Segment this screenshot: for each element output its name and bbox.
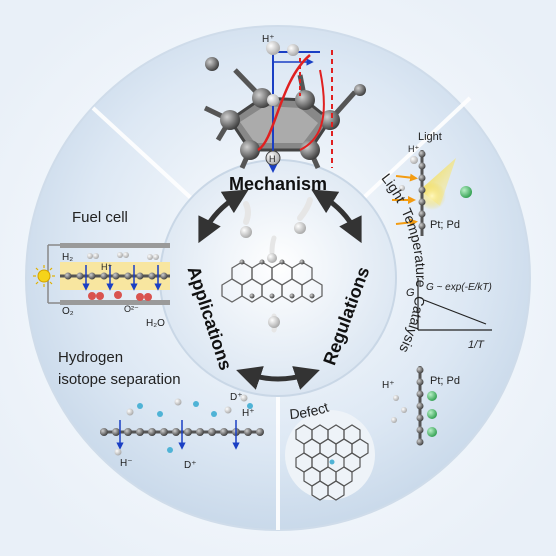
arrow-applications-regulations bbox=[236, 366, 320, 390]
center-proton-3 bbox=[267, 253, 277, 263]
graphene-atoms-light bbox=[418, 150, 426, 230]
carbon-atom bbox=[205, 57, 219, 71]
light-metals-label: Pt; Pd bbox=[430, 219, 460, 231]
center-proton-4 bbox=[268, 316, 280, 328]
electrode-top bbox=[60, 243, 170, 248]
light-tag-label: Light bbox=[418, 131, 442, 143]
energy-barrier-curve-2 bbox=[299, 69, 325, 151]
carbon-atom bbox=[240, 140, 260, 160]
pt-pd-particle-light bbox=[460, 186, 472, 198]
catalysis-metals-label: Pt; Pd bbox=[430, 375, 460, 387]
arrow-applications-mechanism bbox=[198, 189, 249, 244]
graphene-atoms-catalysis bbox=[416, 366, 424, 446]
arrhenius-ylabel: G bbox=[406, 287, 415, 299]
graphene-atoms-fuel-cell bbox=[64, 272, 168, 280]
hydrogen-ion-top-2 bbox=[287, 44, 299, 56]
graphene-atoms-isotope bbox=[100, 428, 264, 436]
isotope-hplus-top-label: H⁺ bbox=[242, 408, 255, 419]
pt-pd-particles-catalysis bbox=[427, 391, 437, 437]
carbon-atom bbox=[220, 110, 240, 130]
photon-arrows bbox=[392, 173, 418, 227]
isotope-arrows bbox=[116, 420, 240, 450]
hydrogen-molecules bbox=[87, 252, 159, 260]
arrhenius-equation: G ~ exp(-E/kT) bbox=[426, 282, 492, 293]
proton-arrows-fuel-cell bbox=[82, 265, 162, 291]
carbon-ring-face bbox=[240, 106, 318, 143]
defect-site bbox=[329, 459, 335, 465]
isotope-label-line2: isotope separation bbox=[58, 371, 181, 388]
center-graphene bbox=[221, 259, 323, 303]
h-bottom-label: H bbox=[269, 154, 276, 164]
arrhenius-xlabel: 1/T bbox=[468, 339, 485, 351]
center-protons bbox=[240, 197, 313, 333]
center-proton-2 bbox=[294, 222, 306, 234]
light-proton-2 bbox=[399, 185, 405, 191]
carbon-atom bbox=[295, 90, 315, 110]
oxygen-molecules bbox=[88, 291, 152, 301]
carbon-atom bbox=[300, 140, 320, 160]
cycle-arrows bbox=[198, 189, 362, 390]
applications-sector: Fuel cell H₂ H⁺ O₂ bbox=[33, 209, 264, 471]
hydrogen-ion-bottom bbox=[265, 150, 281, 166]
fuel-cell-label: Fuel cell bbox=[72, 209, 128, 226]
carbon-atom bbox=[320, 110, 340, 130]
isotope-dplus-top-label: D⁺ bbox=[230, 392, 243, 403]
fuel-cell-hplus-label: H⁺ bbox=[101, 262, 112, 272]
arrhenius-trend-line bbox=[423, 299, 487, 325]
defect-graphene-lattice bbox=[285, 410, 375, 501]
isotope-label-line1: Hydrogen bbox=[58, 349, 123, 366]
mechanism-title: Mechanism bbox=[229, 174, 327, 194]
hydrogen-ions-isotope bbox=[114, 394, 248, 456]
catalysis-protons bbox=[391, 395, 407, 423]
center-proton-1 bbox=[240, 226, 252, 238]
light-proton bbox=[410, 156, 418, 164]
hydrogen-ion-middle bbox=[267, 94, 279, 106]
fuel-cell-h2o-label: H₂O bbox=[146, 318, 165, 329]
carbon-atom bbox=[354, 84, 366, 96]
isotope-dplus-bottom-label: D⁺ bbox=[184, 460, 197, 471]
electrode-bottom bbox=[60, 300, 170, 305]
deuterium-ions bbox=[137, 401, 253, 453]
arrow-mechanism-regulations bbox=[311, 189, 362, 244]
isotope-hminus-label: H⁻ bbox=[120, 458, 133, 469]
fuel-cell-o2-label: O₂ bbox=[62, 306, 74, 317]
h-plus-top-label: H⁺ bbox=[262, 34, 275, 45]
fuel-cell-o2minus-label: O²⁻ bbox=[124, 304, 139, 314]
light-hplus-label: H⁺ bbox=[408, 144, 419, 154]
mechanism-illustration: H⁺ H bbox=[203, 34, 366, 173]
arrhenius-plot: G G ~ exp(-E/kT) 1/T bbox=[406, 278, 492, 351]
carbon-atom bbox=[252, 88, 272, 108]
sun-icon bbox=[33, 265, 55, 287]
energy-barrier-curve bbox=[257, 54, 311, 152]
fuel-cell-h2-label: H₂ bbox=[62, 252, 73, 263]
catalysis-hplus-label: H⁺ bbox=[382, 380, 395, 391]
hydrogen-ion-top bbox=[266, 41, 280, 55]
